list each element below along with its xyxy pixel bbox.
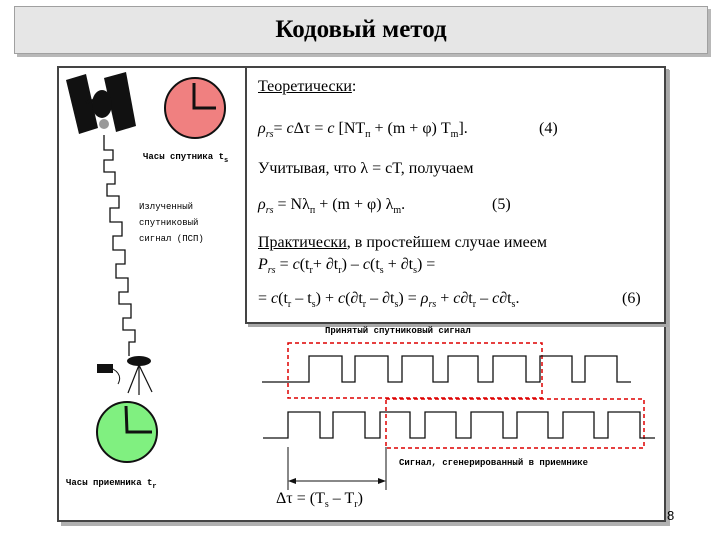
formula-6a: Prs = c(tr+ ∂tr) – c(ts + ∂ts) =: [258, 256, 436, 277]
slide-title: Кодовый метод: [14, 6, 708, 54]
receiver-clock-icon: [96, 401, 158, 463]
practice-text: Практически, в простейшем случае имеем: [258, 234, 547, 251]
formula-5-number: (5): [492, 196, 511, 213]
formula-box: Теоретически: ρrs= cΔτ = c [NTп + (m + φ…: [245, 66, 666, 324]
formula-4-number: (4): [539, 120, 558, 137]
formula-4: ρrs= cΔτ = c [NTп + (m + φ) Tm].: [258, 120, 468, 141]
generated-signal-box: [385, 398, 645, 449]
given-text: Учитывая, что λ = cT, получаем: [258, 160, 474, 177]
emitted-signal-label-3: сигнал (ПСП): [139, 234, 204, 244]
received-signal-label: Принятый спутниковый сигнал: [325, 326, 471, 336]
generated-signal-label: Сигнал, сгенерированный в приемнике: [399, 458, 589, 468]
emitted-signal-label-2: спутниковый: [139, 218, 199, 228]
theory-heading: Теоретически:: [258, 78, 357, 95]
emitted-signal-label-1: Излученный: [139, 202, 194, 212]
emitted-signal-wave: [103, 135, 136, 356]
title-text: Кодовый метод: [275, 16, 447, 43]
satellite-clock-label: Часы спутника ts: [143, 152, 229, 165]
generated-signal-wave: [263, 411, 655, 439]
receiver-clock-label: Часы приемника tr: [66, 478, 157, 491]
received-signal-box: [287, 342, 543, 399]
satellite-icon: [66, 72, 136, 134]
delta-tau-marker: [287, 447, 387, 490]
formula-6b: = c(tr – ts) + c(∂tr – ∂ts) = ρrs + c∂tr…: [258, 290, 520, 311]
satellite-clock-icon: [164, 77, 226, 139]
formula-5: ρrs = Nλп + (m + φ) λm.: [258, 196, 406, 217]
receiver-antenna-icon: [97, 356, 153, 395]
page-number: 8: [667, 508, 675, 523]
formula-6-number: (6): [622, 290, 641, 307]
received-signal-wave: [262, 355, 631, 383]
delta-tau-formula: Δτ = (Ts – Tr): [276, 490, 363, 511]
